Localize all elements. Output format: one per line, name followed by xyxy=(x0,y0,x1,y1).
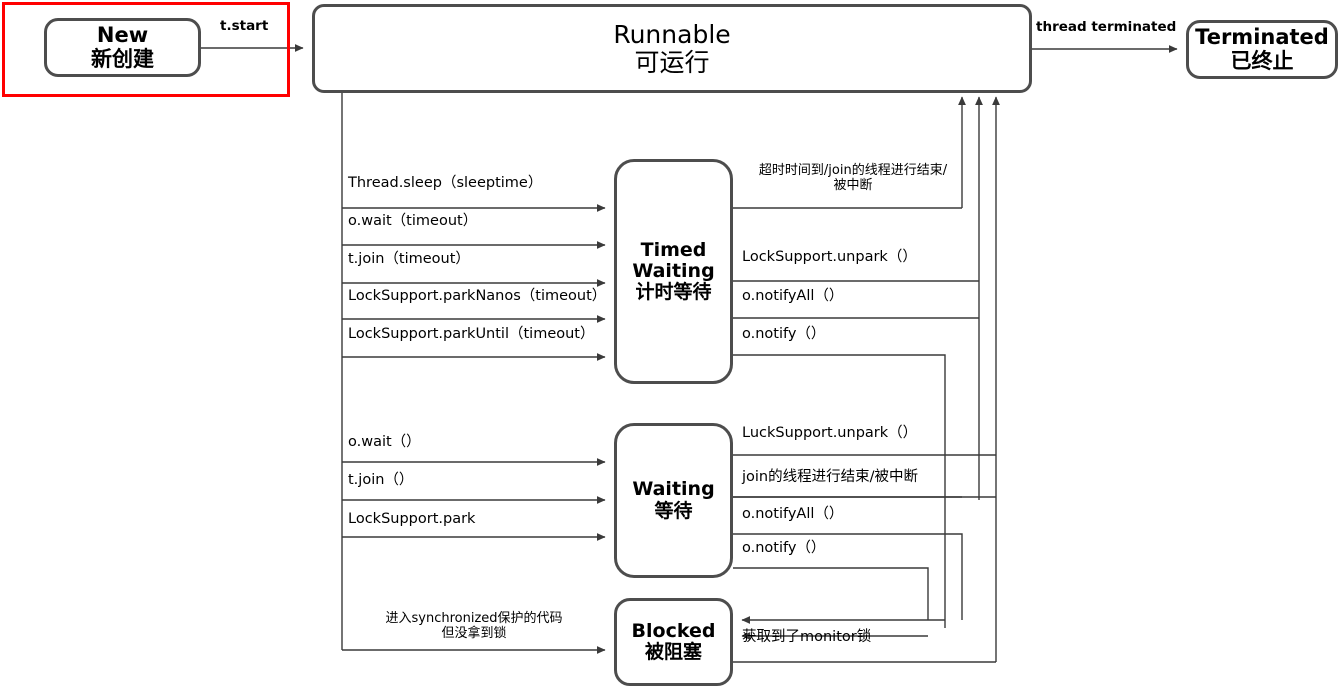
node-waiting-label-zh: 等待 xyxy=(654,499,693,522)
edge-waiting-notifyall2 xyxy=(733,533,963,620)
edge-label-locksupport-park: LockSupport.park xyxy=(348,511,476,527)
node-terminated-label-zh: 已终止 xyxy=(1230,48,1294,73)
edge-label-o-notifyall-waiting: o.notifyAll（） xyxy=(742,506,844,522)
edge-label-o-notifyall-timed: o.notifyAll（） xyxy=(742,288,844,304)
node-new-label-zh: 新创建 xyxy=(91,46,154,71)
edge-label-parkuntil: LockSupport.parkUntil（timeout） xyxy=(348,326,595,342)
edge-label-monitor-acquired: 获取到了monitor锁 xyxy=(742,629,872,645)
node-runnable-label-en: Runnable xyxy=(613,19,731,49)
node-blocked[interactable]: Blocked 被阻塞 xyxy=(614,598,733,686)
node-timed-waiting[interactable]: Timed Waiting 计时等待 xyxy=(614,159,733,384)
edge-label-t-join-timeout: t.join（timeout） xyxy=(348,251,470,267)
node-timed-waiting-label-zh: 计时等待 xyxy=(635,281,712,304)
node-timed-waiting-label-en1: Timed xyxy=(640,238,707,261)
node-runnable[interactable]: Runnable 可运行 xyxy=(312,4,1032,93)
edge-label-o-wait: o.wait（） xyxy=(348,434,421,450)
edge-label-join-finished: join的线程进行结束/被中断 xyxy=(742,469,919,485)
edge-label-thread-terminated: thread terminated xyxy=(1036,19,1177,35)
edge-label-thread-sleep: Thread.sleep（sleeptime） xyxy=(348,175,543,191)
edge-label-t-join: t.join（） xyxy=(348,472,414,488)
edge-label-parknanos: LockSupport.parkNanos（timeout） xyxy=(348,288,607,304)
node-terminated[interactable]: Terminated 已终止 xyxy=(1186,20,1338,79)
edge-timed-notify xyxy=(733,354,946,628)
node-new-label-en: New xyxy=(96,22,149,47)
node-new[interactable]: New 新创建 xyxy=(44,18,201,77)
edge-label-enter-synchronized: 进入synchronized保护的代码 但没拿到锁 xyxy=(385,611,563,642)
node-blocked-label-zh: 被阻塞 xyxy=(644,641,702,663)
node-terminated-label-en: Terminated xyxy=(1195,24,1329,49)
edge-label-o-wait-timeout: o.wait（timeout） xyxy=(348,213,478,229)
highlight-region-new-state xyxy=(2,2,290,97)
node-waiting[interactable]: Waiting 等待 xyxy=(614,423,733,578)
node-timed-waiting-label-en2: Waiting xyxy=(632,259,715,282)
edge-label-locksupport-unpark: LockSupport.unpark（） xyxy=(742,249,917,265)
node-waiting-label-en: Waiting xyxy=(632,478,715,501)
edge-waiting-notify xyxy=(733,567,929,620)
edge-label-lucksupport-unpark: LuckSupport.unpark（） xyxy=(742,425,918,441)
edge-label-o-notify-timed: o.notify（） xyxy=(742,326,826,342)
edge-label-o-notify-waiting: o.notify（） xyxy=(742,540,826,556)
edge-label-timeout-expired: 超时时间到/join的线程进行结束/ 被中断 xyxy=(758,163,948,194)
edge-label-t-start: t.start xyxy=(220,18,269,34)
node-blocked-label-en: Blocked xyxy=(631,619,716,642)
node-runnable-label-zh: 可运行 xyxy=(634,47,710,77)
